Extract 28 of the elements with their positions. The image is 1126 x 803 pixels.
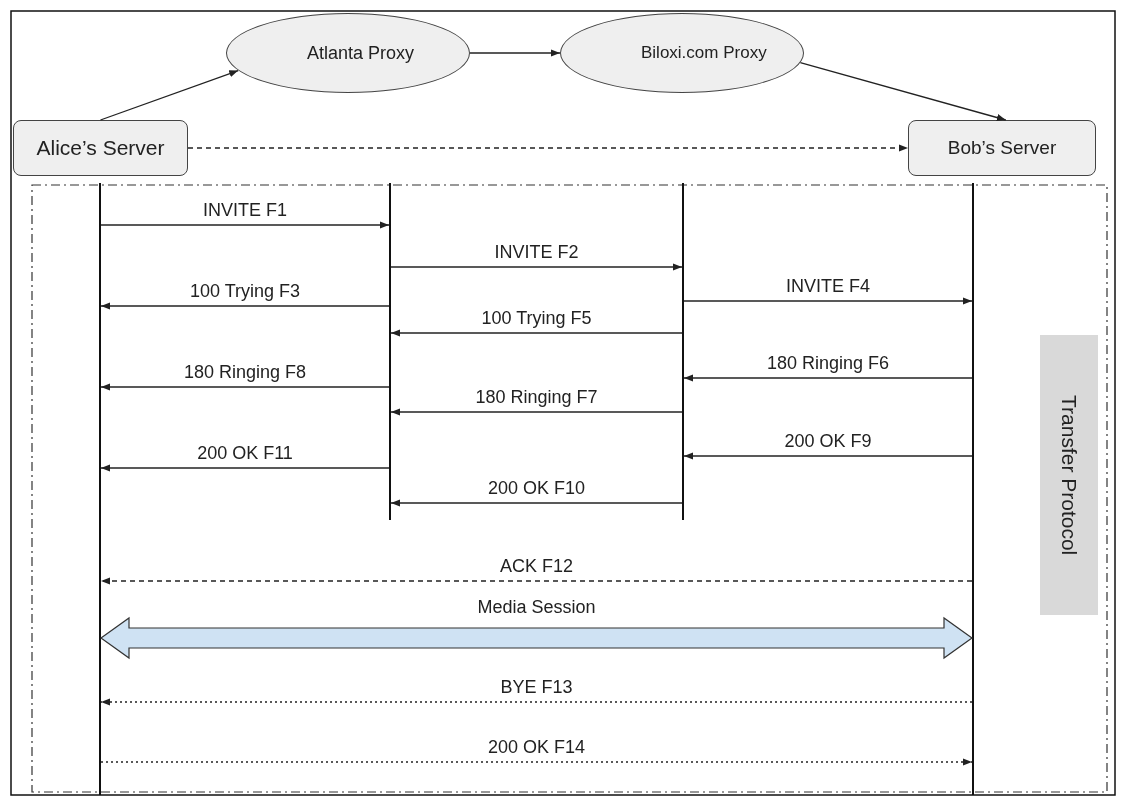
side-band: Transfer Protocol xyxy=(1040,335,1098,615)
lifeline xyxy=(682,183,684,520)
arrow xyxy=(390,263,683,271)
proxy-ellipse: Biloxi.com Proxy xyxy=(560,13,804,93)
arrow xyxy=(100,302,390,310)
server-box: Bob’s Server xyxy=(908,120,1096,176)
arrow xyxy=(683,452,973,460)
arrow xyxy=(99,69,239,121)
lifeline xyxy=(99,183,101,795)
arrow xyxy=(100,577,973,585)
arrow xyxy=(390,329,683,337)
double-arrow xyxy=(99,616,974,660)
lifeline xyxy=(389,183,391,520)
arrow xyxy=(390,408,683,416)
arrow xyxy=(469,49,561,57)
lifeline xyxy=(972,183,974,795)
arrow xyxy=(100,383,390,391)
arrow xyxy=(100,464,390,472)
proxy-ellipse: Atlanta Proxy xyxy=(226,13,470,93)
arrow xyxy=(799,61,1007,122)
arrow xyxy=(187,144,909,152)
arrow xyxy=(100,221,390,229)
arrow xyxy=(683,297,973,305)
arrow xyxy=(100,698,973,706)
arrow xyxy=(100,758,973,766)
arrow xyxy=(390,499,683,507)
server-box: Alice’s Server xyxy=(13,120,188,176)
arrow xyxy=(683,374,973,382)
